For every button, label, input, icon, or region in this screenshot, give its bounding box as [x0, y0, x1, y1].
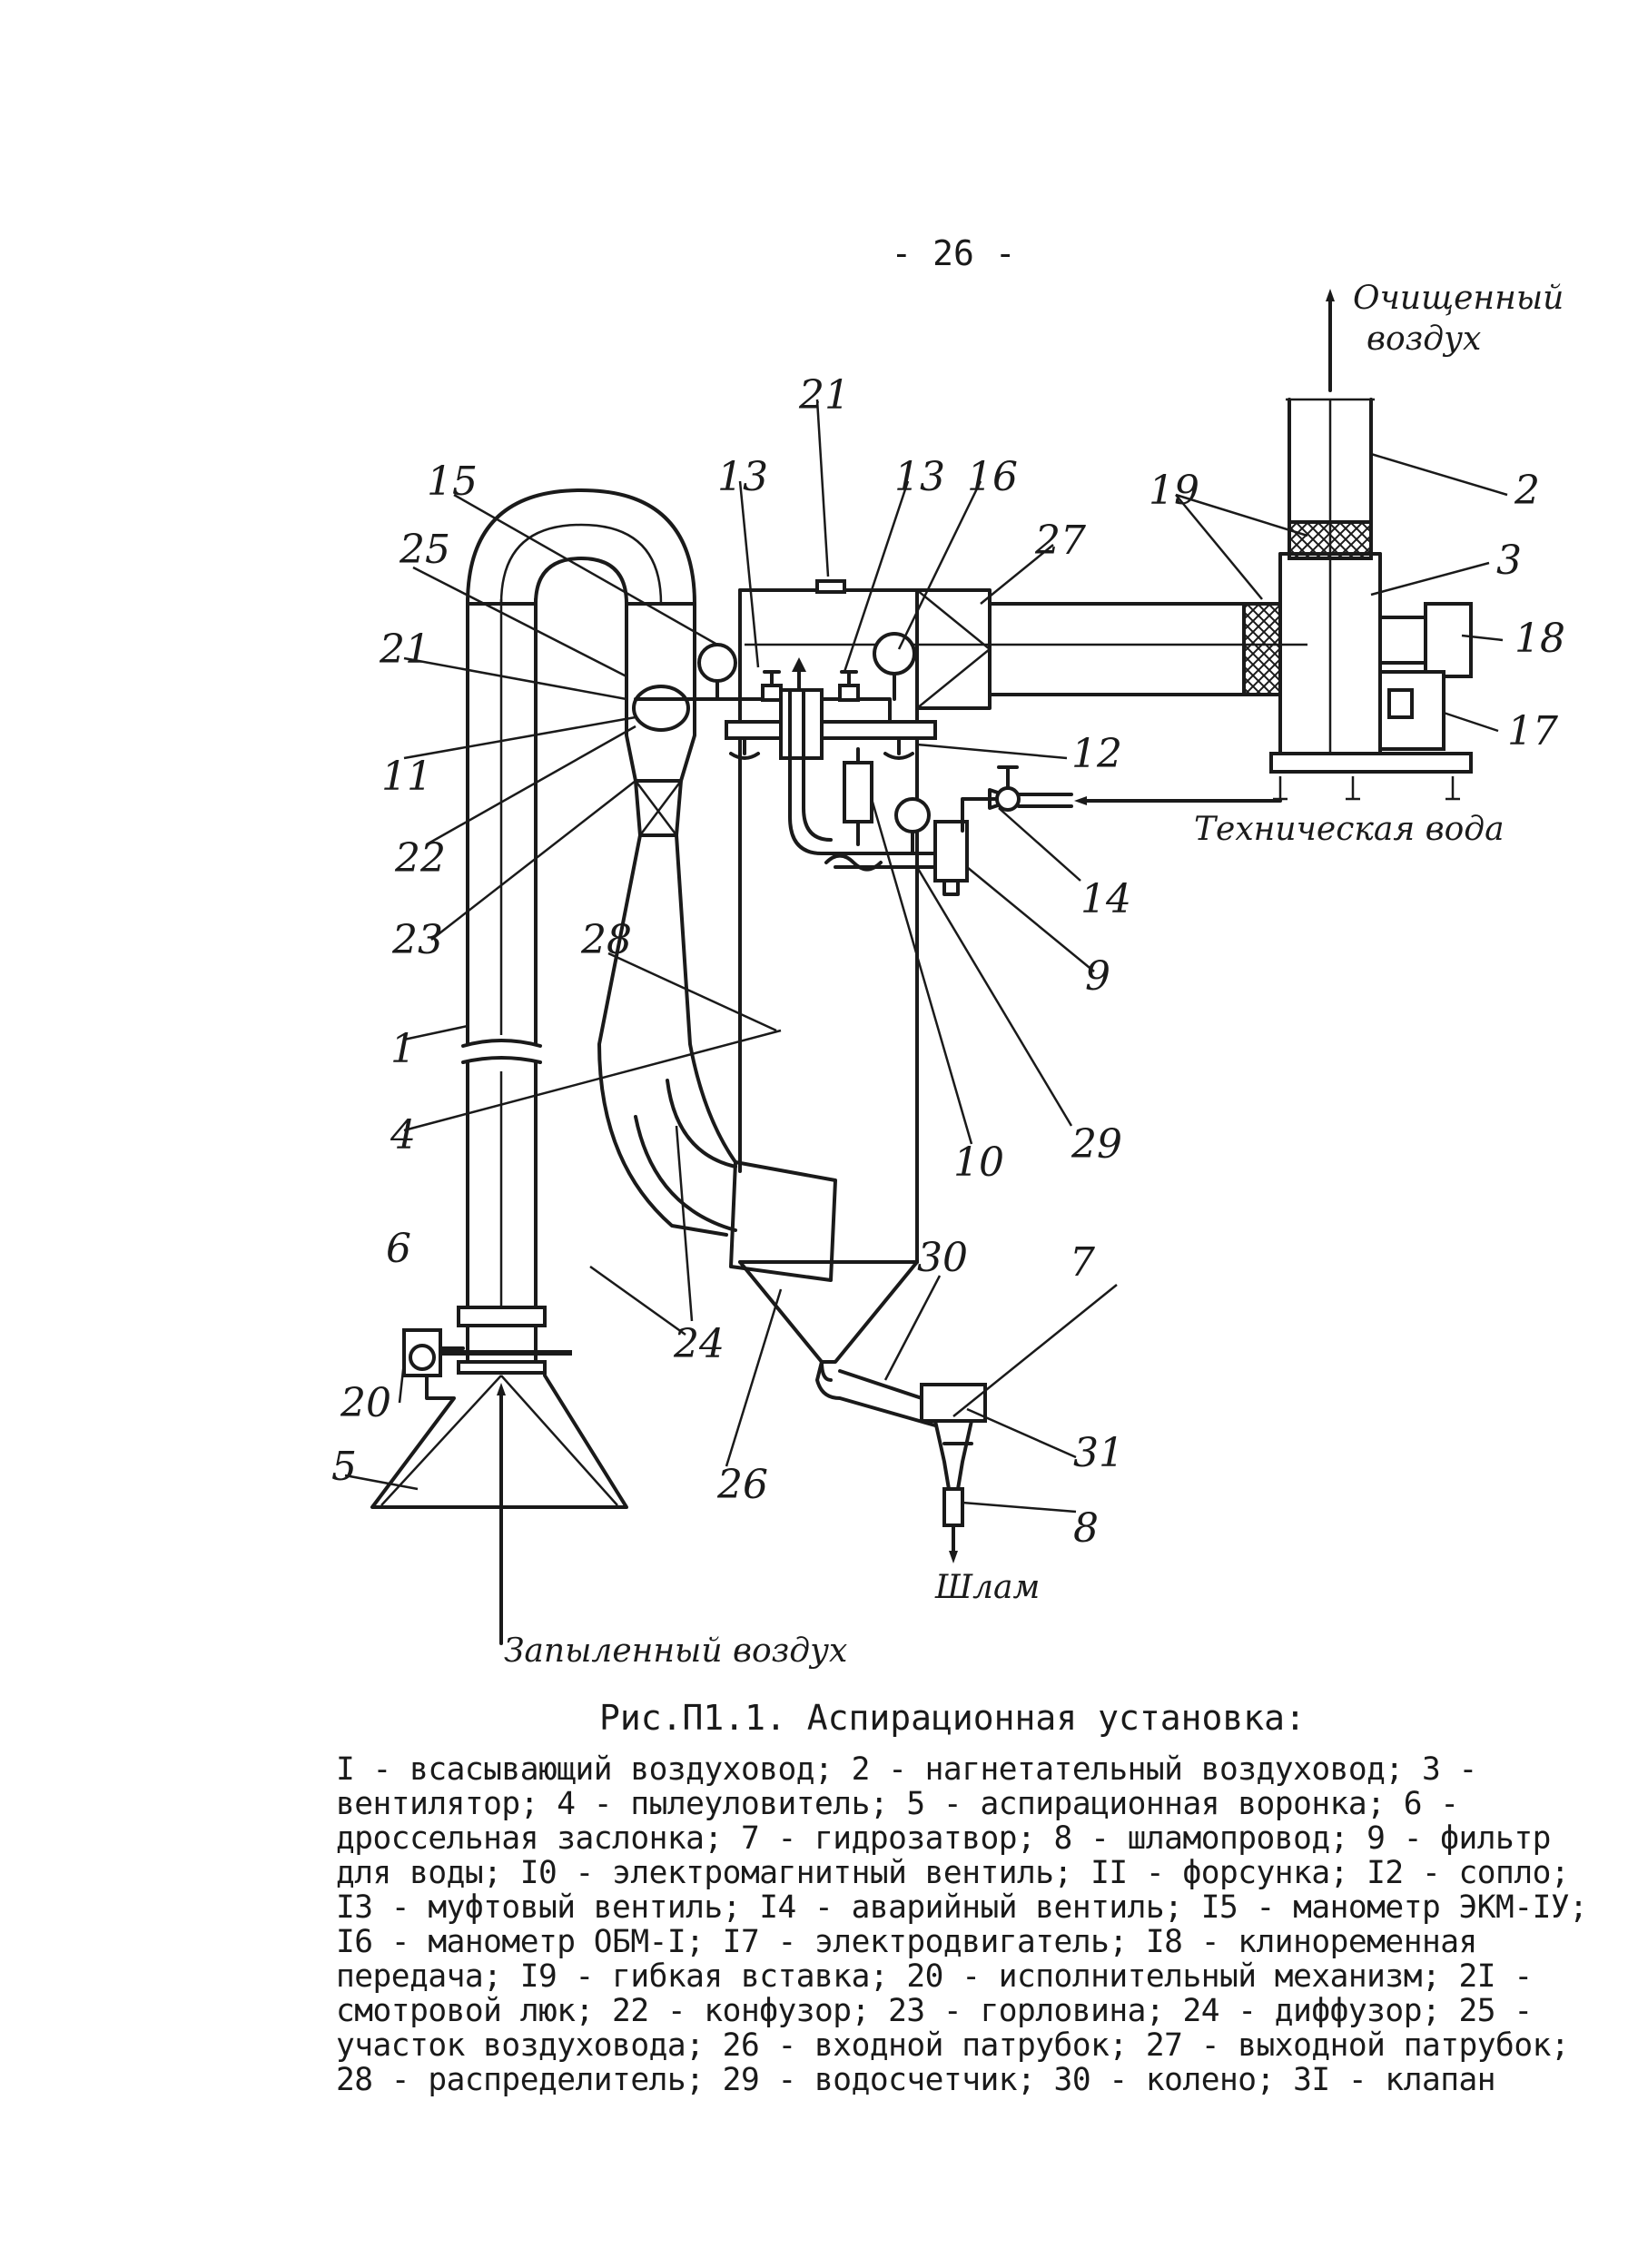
- suction-duct: [461, 488, 696, 1309]
- label-17: 17: [1507, 708, 1558, 754]
- label-18: 18: [1515, 616, 1565, 662]
- sludge-label: Шлам: [934, 1569, 1040, 1606]
- venturi-scrubber: [597, 652, 837, 1282]
- label-5: 5: [331, 1444, 357, 1490]
- label-24: 24: [673, 1321, 725, 1367]
- leader-lines: [344, 399, 1508, 1514]
- figure-caption: Рис.П1.1. Аспирационная установка:: [599, 1698, 1306, 1738]
- label-9: 9: [1085, 953, 1110, 1000]
- label-19: 19: [1149, 468, 1199, 514]
- label-13a: 13: [717, 454, 768, 500]
- page-number: - 26 -: [891, 233, 1015, 273]
- label-3: 3: [1496, 537, 1522, 584]
- water-supply-line: [824, 747, 1282, 896]
- label-1: 1: [390, 1026, 416, 1072]
- figure-legend: I - всасывающий воздуховод; 2 - нагнетат…: [336, 1751, 1588, 2098]
- label-6: 6: [386, 1226, 411, 1272]
- label-4: 4: [390, 1112, 416, 1159]
- label-26: 26: [716, 1462, 768, 1508]
- tech-water-label: Техническая вода: [1194, 811, 1505, 848]
- clean-air-label-1: Очищенный: [1353, 280, 1564, 317]
- label-30: 30: [917, 1235, 968, 1281]
- dust-collector: [738, 579, 1307, 1382]
- label-10: 10: [953, 1139, 1004, 1186]
- label-13b: 13: [894, 454, 945, 500]
- label-7: 7: [1070, 1239, 1095, 1286]
- label-23: 23: [391, 917, 443, 963]
- sludge-system: [815, 1360, 987, 1563]
- label-12: 12: [1071, 731, 1122, 777]
- label-21a: 21: [798, 372, 850, 419]
- label-11: 11: [381, 754, 432, 800]
- label-21b: 21: [379, 626, 430, 673]
- label-20: 20: [340, 1380, 391, 1426]
- label-29: 29: [1071, 1121, 1122, 1168]
- distributor: [634, 657, 937, 855]
- dusty-air-label: Запыленный воздух: [504, 1632, 847, 1670]
- label-15: 15: [427, 459, 478, 505]
- pressure-gauges: [697, 632, 931, 855]
- label-31: 31: [1073, 1430, 1124, 1476]
- label-28: 28: [580, 917, 632, 963]
- label-14: 14: [1080, 876, 1131, 922]
- clean-air-label-2: воздух: [1367, 320, 1481, 358]
- label-2: 2: [1514, 468, 1540, 514]
- label-27: 27: [1034, 518, 1086, 564]
- label-16: 16: [967, 454, 1018, 500]
- coupling-valves: [761, 670, 860, 702]
- label-25: 25: [399, 527, 450, 573]
- fan-assembly: [1242, 289, 1473, 801]
- inlet-assembly: [370, 1306, 628, 1645]
- label-8: 8: [1073, 1505, 1099, 1552]
- label-22: 22: [394, 835, 446, 882]
